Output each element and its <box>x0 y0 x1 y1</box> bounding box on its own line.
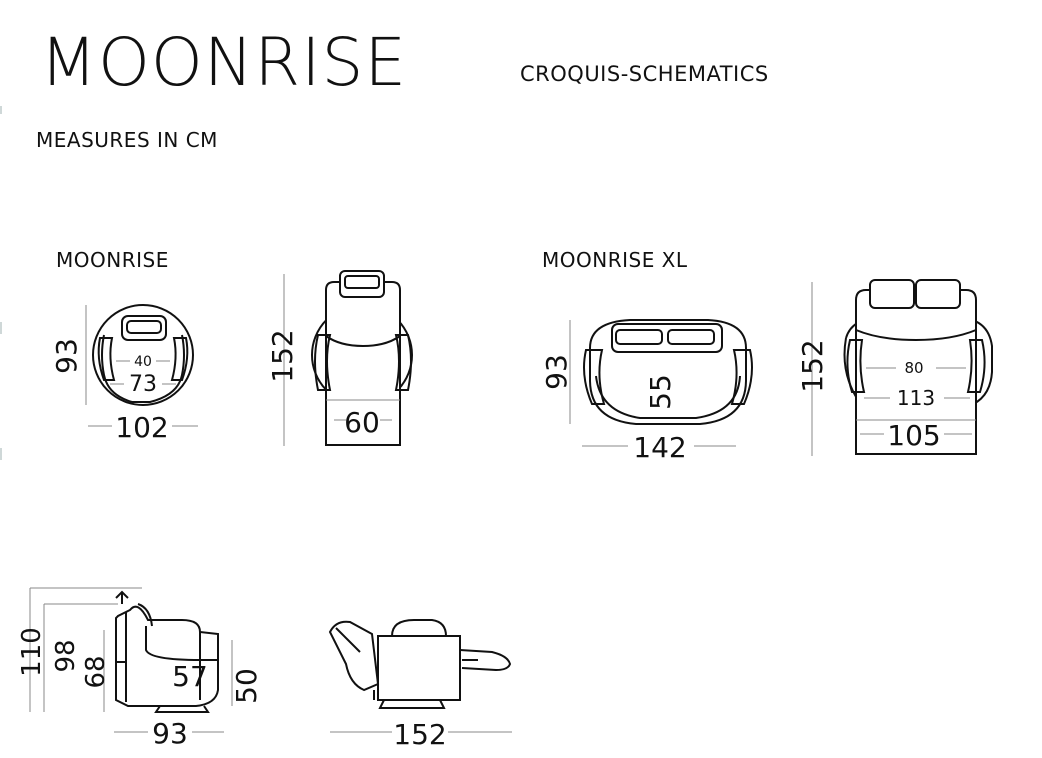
dim-label: 152 <box>393 718 446 751</box>
moonrise-xl-open-view: 152 80 113 105 <box>796 279 993 456</box>
dim-label: 102 <box>115 411 168 444</box>
dim-label: 142 <box>633 431 686 464</box>
dim-label: 152 <box>796 339 829 392</box>
moonrise-top-view: 93 40 73 102 <box>50 304 198 444</box>
dim-label: 110 <box>17 627 47 677</box>
side-view: 110 98 68 57 50 93 <box>17 587 263 750</box>
side-view-reclined: 152 <box>328 619 512 751</box>
dim-label: 93 <box>152 717 188 750</box>
dim-label: 60 <box>344 406 380 439</box>
model-label-moonrise: MOONRISE <box>56 248 169 272</box>
page-subtitle: CROQUIS-SCHEMATICS <box>520 62 769 86</box>
dim-label: 80 <box>904 359 923 377</box>
moonrise-xl-top-view: 93 55 142 <box>540 319 753 464</box>
dim-label: 105 <box>887 419 940 452</box>
left-edge-mark <box>0 322 2 334</box>
dim-label: 57 <box>172 660 208 693</box>
dim-label: 152 <box>266 329 299 382</box>
dim-label: 93 <box>50 338 83 374</box>
dim-label: 55 <box>644 374 677 410</box>
dim-label: 93 <box>540 354 573 390</box>
dim-label: 113 <box>897 386 935 410</box>
moonrise-open-view: 152 60 <box>266 270 413 446</box>
model-label-moonrise-xl: MOONRISE XL <box>542 248 688 272</box>
left-edge-mark <box>0 106 2 114</box>
dim-label: 98 <box>51 639 81 672</box>
dim-label: 50 <box>230 668 263 704</box>
units-note: MEASURES IN CM <box>36 128 218 152</box>
left-edge-mark <box>0 448 2 460</box>
dim-label: 73 <box>129 372 157 397</box>
dim-label: 40 <box>134 354 152 370</box>
brand-title: MOONRISE <box>40 24 408 101</box>
dim-label: 68 <box>81 655 111 688</box>
